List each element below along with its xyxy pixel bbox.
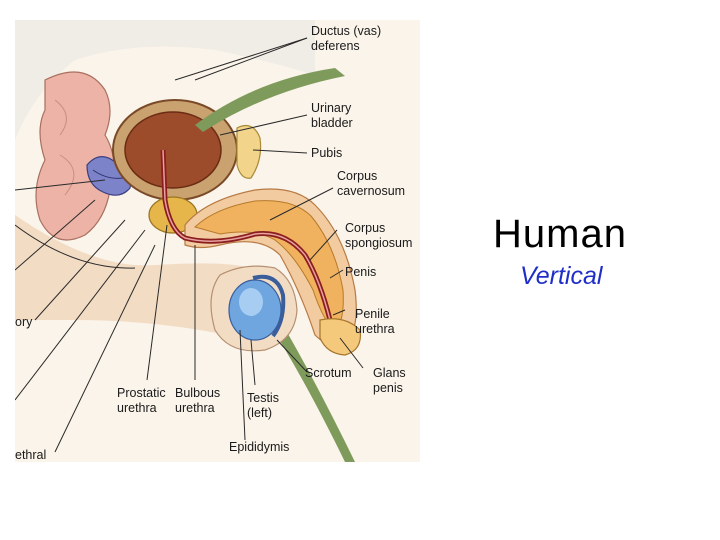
ductus-deferens [195, 68, 345, 132]
label-pubis: Pubis [311, 146, 342, 160]
leader-testis [250, 339, 256, 386]
skin-outline [15, 224, 136, 269]
label-penis: Penis [345, 265, 376, 279]
label-testis-line2: (left) [247, 406, 272, 420]
label-cut-ethral: ethral [15, 448, 46, 462]
leader-ductus-2 [174, 37, 308, 81]
testis-highlight [239, 288, 263, 316]
label-cut-ory: ory [15, 315, 33, 329]
leader-left-3 [34, 219, 126, 321]
leader-penile-urethra [332, 309, 346, 316]
label-glans-line1: Glans [373, 366, 406, 380]
leader-spongiosum [309, 229, 338, 261]
label-bladder-line1: Urinary [311, 101, 352, 115]
label-ductus-line2: deferens [311, 39, 360, 53]
label-bladder-line2: bladder [311, 116, 353, 130]
leader-ductus-1 [194, 37, 308, 81]
leader-bladder [219, 114, 308, 136]
label-penile-urethra-line2: urethra [355, 322, 395, 336]
leader-left-2 [15, 199, 96, 271]
label-cavernosum-line1: Corpus [337, 169, 377, 183]
corpus-cavernosum [194, 200, 344, 333]
label-ductus-line1: Ductus (vas) [311, 24, 381, 38]
label-bulbous-line1: Bulbous [175, 386, 220, 400]
leader-left-1 [15, 179, 106, 191]
leader-pubis [252, 149, 308, 154]
leader-cavernosum [269, 187, 334, 221]
label-spongiosum-line2: spongiosum [345, 236, 412, 250]
leader-epididymis [239, 329, 246, 441]
label-prostatic-line1: Prostatic [117, 386, 166, 400]
label-glans-line2: penis [373, 381, 403, 395]
slide-subtitle: Vertical [520, 262, 603, 290]
leader-penis [329, 269, 344, 279]
label-spongiosum-line1: Corpus [345, 221, 385, 235]
label-prostatic-line2: urethra [117, 401, 157, 415]
vesicle-coil [92, 169, 124, 179]
label-cavernosum-line2: cavernosum [337, 184, 405, 198]
diagram-labels: Ductus (vas) deferens Urinary bladder Pu… [15, 24, 412, 462]
label-epididymis: Epididymis [229, 440, 289, 454]
leader-lines [15, 37, 364, 453]
label-testis-line1: Testis [247, 391, 279, 405]
rectum [35, 71, 115, 241]
epididymis [252, 274, 286, 338]
label-bulbous-line2: urethra [175, 401, 215, 415]
upper-body-region [15, 20, 315, 140]
rectum-folds [54, 99, 75, 196]
leader-prostatic [146, 224, 168, 381]
anatomy-figure: Ductus (vas) deferens Urinary bladder Pu… [15, 20, 420, 462]
label-scrotum: Scrotum [305, 366, 352, 380]
leader-scrotum [276, 339, 308, 373]
leader-left-4 [15, 229, 146, 401]
leader-left-5 [54, 244, 156, 453]
leader-glans [339, 337, 364, 369]
label-penile-urethra-line1: Penile [355, 307, 390, 321]
bladder-interior [124, 111, 222, 189]
slide-title: Human [493, 212, 627, 256]
pubis-bone [236, 125, 262, 179]
glans-penis [319, 318, 362, 356]
urethra-lumen [162, 149, 331, 321]
